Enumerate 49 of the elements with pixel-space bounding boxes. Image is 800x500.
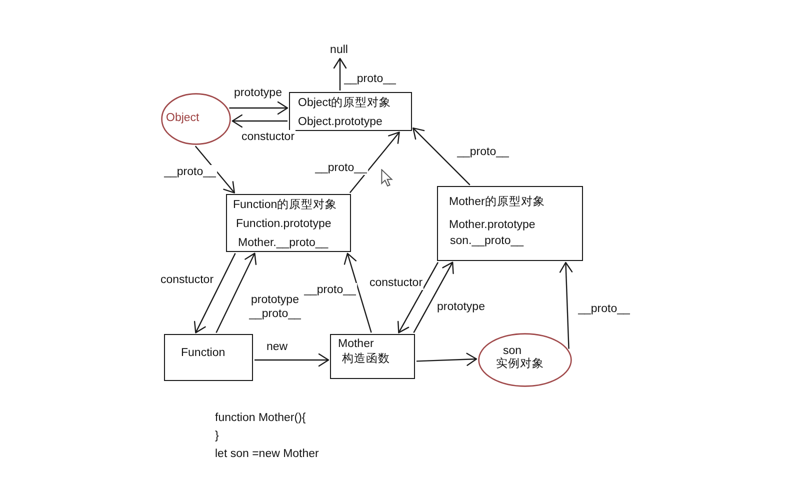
edge-label: prototype: [233, 86, 283, 100]
edge-label: __proto__: [163, 165, 217, 179]
edge-label: prototype __proto__: [248, 293, 302, 321]
constructor-box: [164, 334, 253, 381]
edge-label: prototype: [436, 300, 486, 314]
class-name: Object: [166, 111, 200, 125]
caption-text: 构造函数: [342, 352, 390, 366]
arrow: [413, 262, 454, 333]
arrow: [344, 252, 372, 333]
box-title: Function的原型对象: [233, 198, 338, 212]
code-line: let son =new Mother: [215, 447, 319, 461]
arrow: [232, 114, 288, 128]
arrow: [416, 352, 478, 366]
prototype-box: [226, 194, 351, 252]
arrow: [216, 252, 257, 333]
code-line: }: [215, 429, 219, 443]
edge-label: __proto__: [314, 161, 368, 175]
property-text: Function.prototype: [236, 217, 332, 231]
caption-text: 实例对象: [496, 357, 544, 371]
arrow: [349, 132, 400, 194]
value-label: null: [330, 43, 348, 57]
property-text: Mother.prototype: [449, 218, 536, 232]
arrow: [194, 146, 235, 194]
code-line: function Mother(){: [215, 411, 306, 425]
property-text: Mother.__proto__: [238, 236, 328, 250]
edge-label: constuctor: [368, 276, 424, 290]
edge-label: __proto__: [577, 302, 631, 316]
arrow: [398, 262, 439, 334]
constructor-name: Function: [181, 346, 226, 360]
arrow: [559, 262, 573, 349]
constructor-name: Mother: [338, 337, 374, 351]
box-title: Mother的原型对象: [449, 195, 545, 209]
constructor-box: [330, 334, 415, 379]
prototype-box: [289, 92, 412, 131]
arrow: [333, 58, 347, 90]
prototype-box: [437, 186, 583, 261]
arrow: [194, 253, 236, 334]
box-title: Object的原型对象: [298, 96, 392, 110]
instance-ellipse: [478, 333, 572, 387]
arrow: [412, 128, 470, 186]
edge-label: __proto__: [303, 283, 357, 297]
property-text: Object.prototype: [298, 115, 382, 129]
instance-name: son: [503, 344, 522, 357]
class-ellipse: [161, 93, 231, 145]
edge-label: __proto__: [456, 145, 510, 159]
arrow: [229, 101, 288, 115]
arrow: [254, 353, 330, 367]
property-text: son.__proto__: [450, 234, 524, 248]
edge-label: __proto__: [343, 72, 397, 86]
